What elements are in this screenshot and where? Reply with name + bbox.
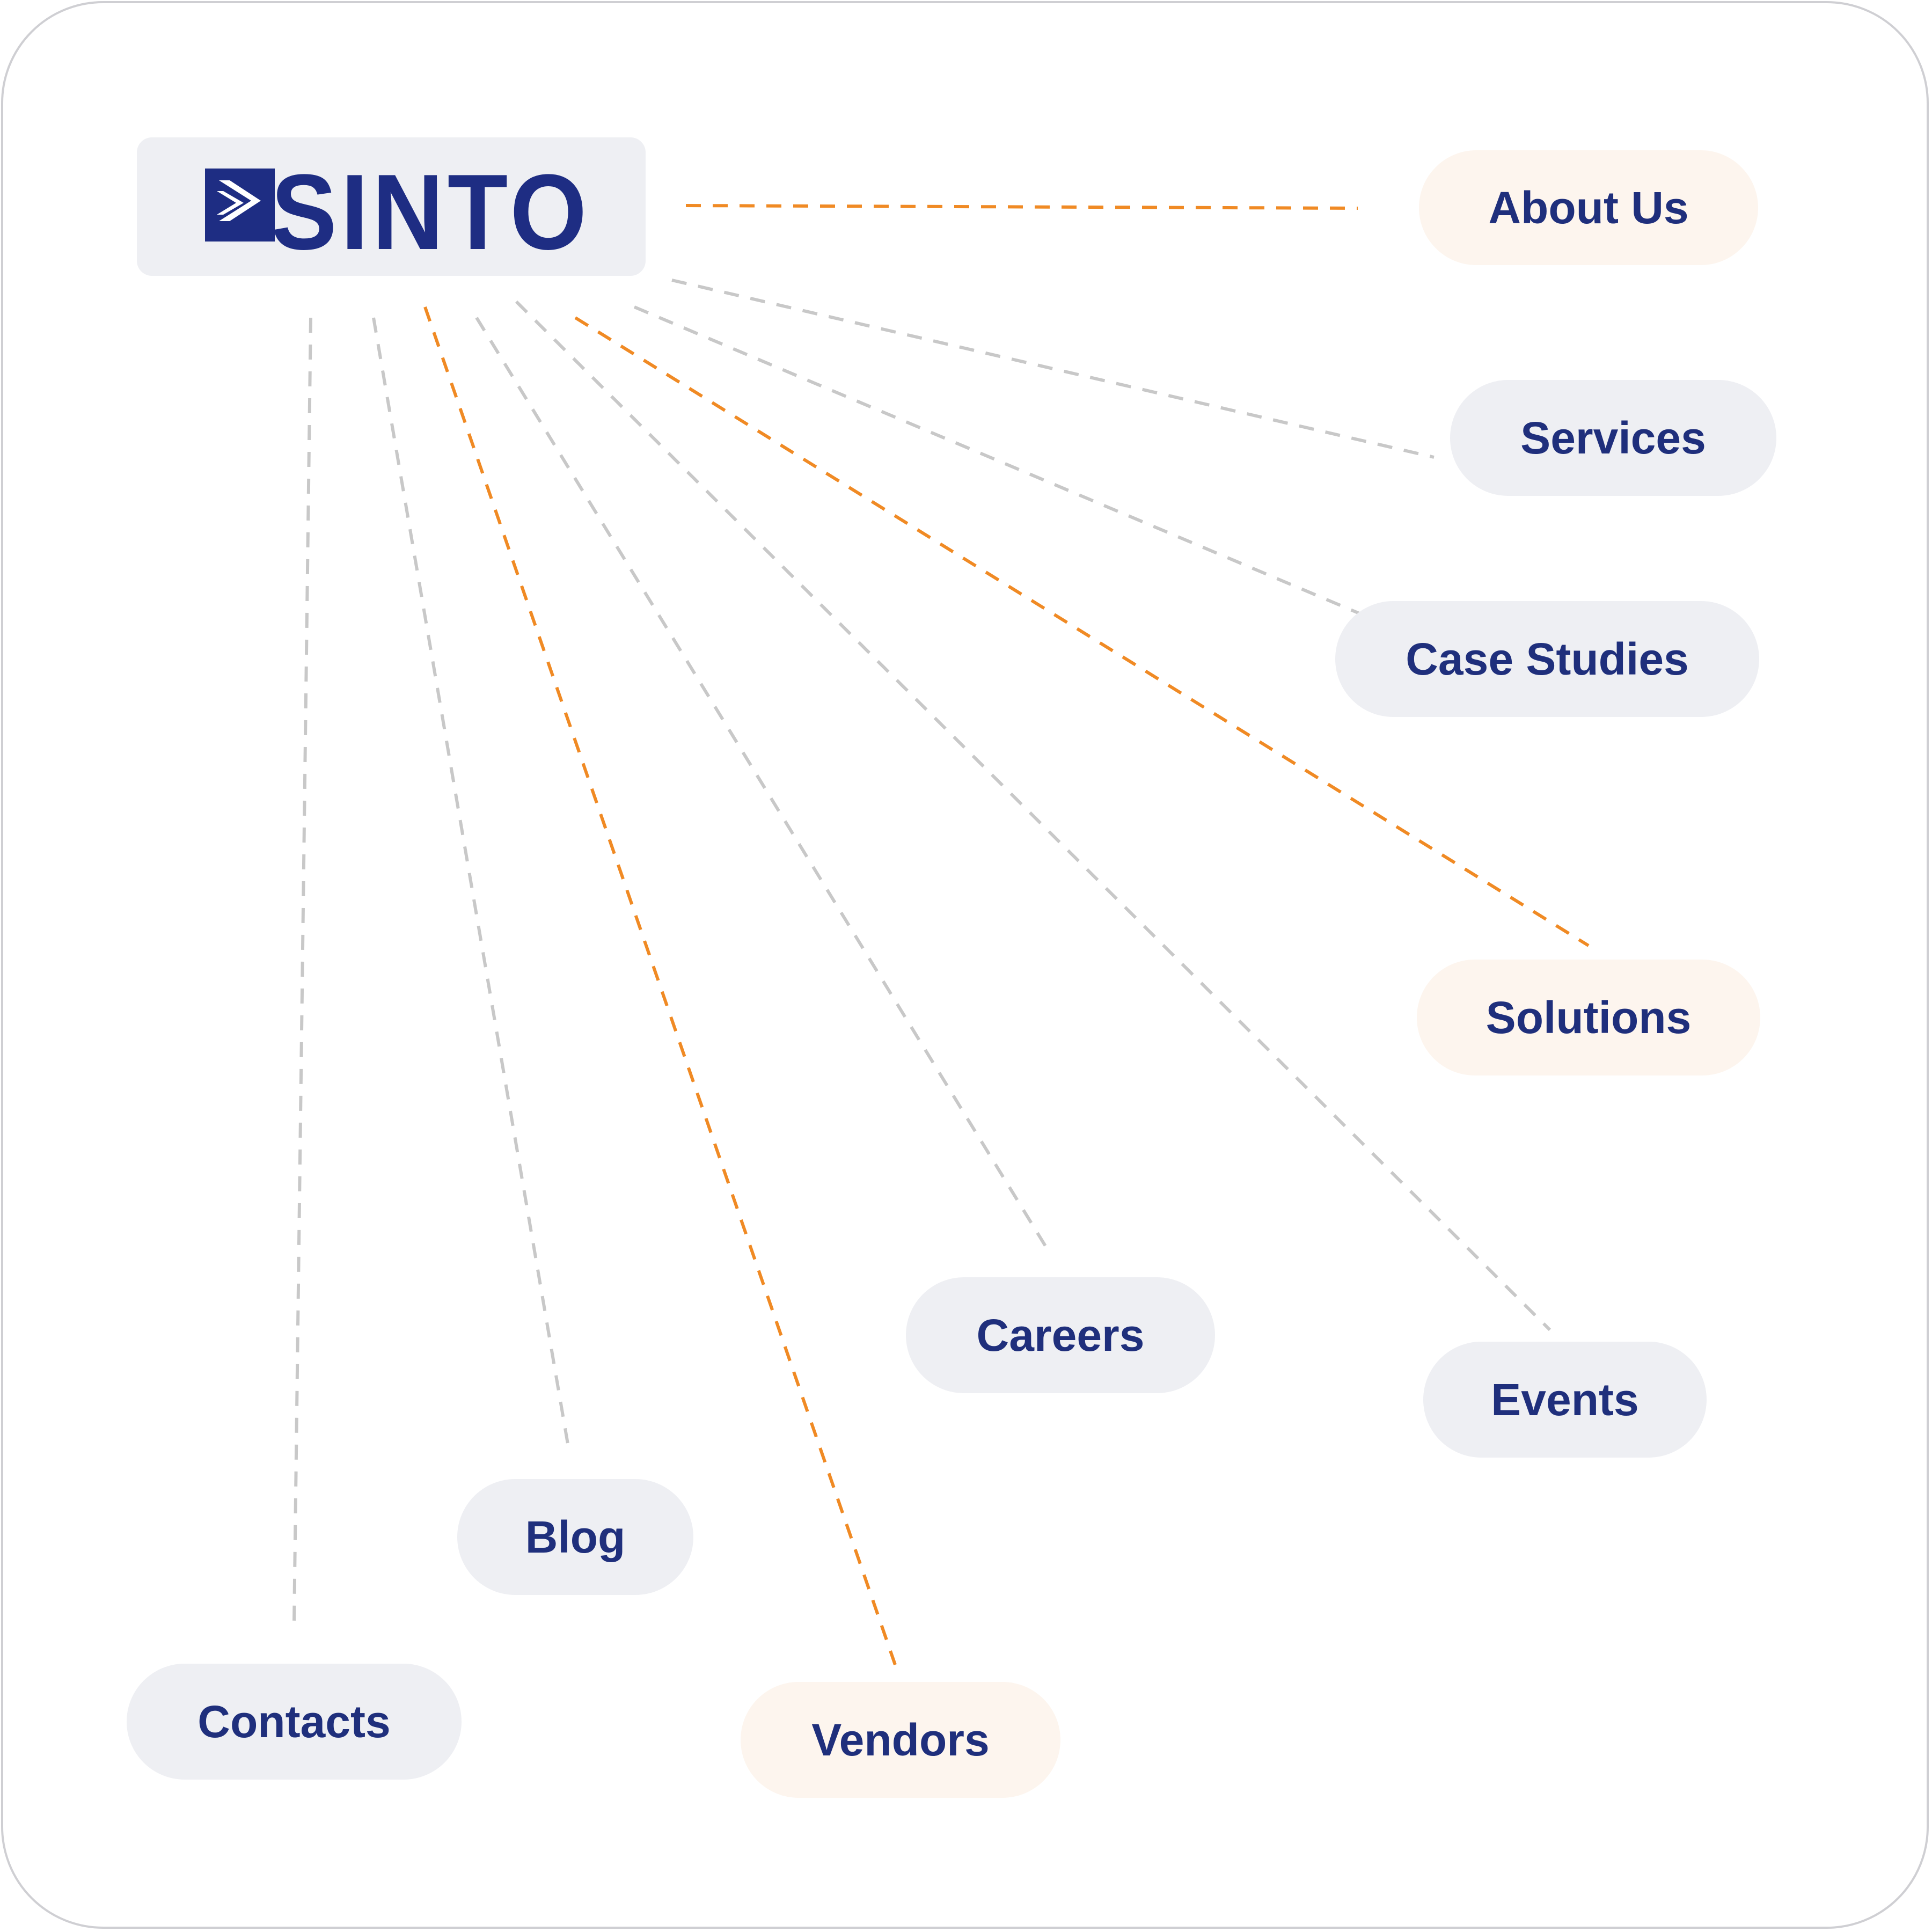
link-about-us — [685, 204, 1358, 210]
link-events — [515, 300, 1552, 1331]
node-about-us[interactable]: About Us — [1419, 150, 1758, 265]
logo-wordmark: SINTO — [271, 152, 591, 272]
node-blog[interactable]: Blog — [457, 1479, 693, 1595]
node-solutions[interactable]: Solutions — [1417, 960, 1760, 1075]
node-careers[interactable]: Careers — [906, 1277, 1215, 1393]
chevron-mark-icon — [205, 169, 275, 241]
link-solutions — [574, 316, 1590, 947]
node-events[interactable]: Events — [1423, 1342, 1707, 1458]
node-services[interactable]: Services — [1450, 380, 1776, 496]
node-case-studies[interactable]: Case Studies — [1335, 601, 1759, 717]
node-vendors[interactable]: Vendors — [741, 1682, 1060, 1798]
link-case-studies — [633, 305, 1385, 625]
node-contacts[interactable]: Contacts — [127, 1664, 462, 1780]
link-blog — [372, 317, 570, 1451]
link-services — [671, 279, 1435, 459]
link-careers — [475, 317, 1052, 1256]
link-contacts — [292, 317, 312, 1622]
logo-box[interactable]: SINTO — [137, 137, 646, 276]
link-vendors — [423, 306, 897, 1665]
